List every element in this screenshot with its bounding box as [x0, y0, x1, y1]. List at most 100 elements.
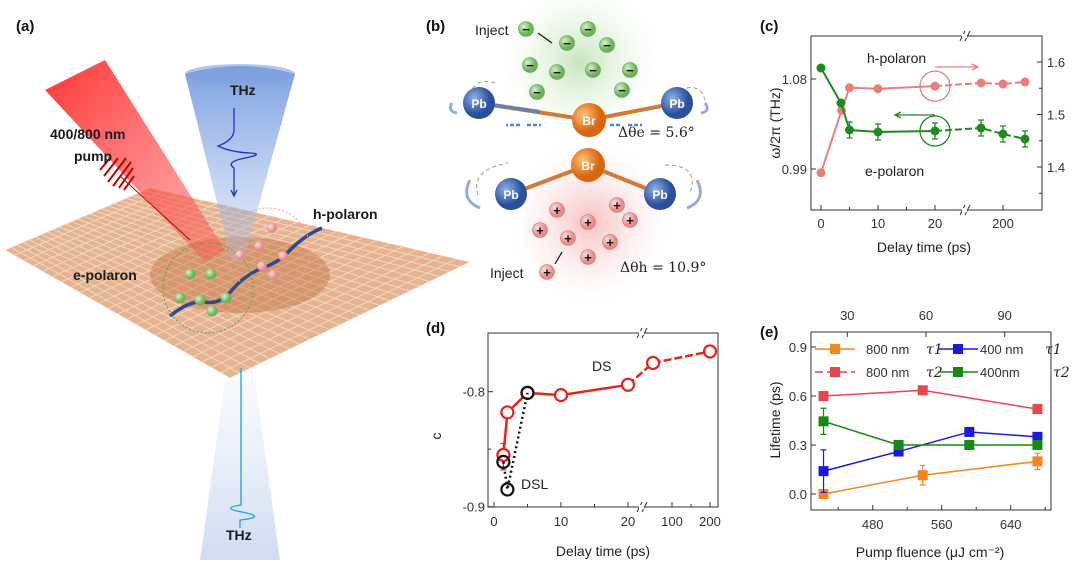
pb-label: Pb [471, 97, 486, 111]
data-point-h-polaron [873, 84, 883, 94]
hole-ball [278, 251, 288, 261]
thz-beam-bottom [200, 368, 280, 560]
e-polaron-legend: e-polaron [865, 163, 924, 179]
delta-theta-h: Δθh = 10.9° [620, 260, 706, 276]
x-tick-label: 20 [621, 514, 635, 529]
electron-ball [194, 294, 206, 306]
data-point-e-polaron [845, 125, 854, 135]
axis-break-gap [639, 331, 644, 335]
electron-icon [559, 35, 575, 51]
x-tick-label: 10 [871, 216, 885, 231]
charge-carriers [174, 223, 288, 317]
x-axis-label: Delay time (ps) [877, 239, 971, 255]
h-polaron-marker-circle [919, 70, 951, 102]
minus-sign: − [563, 36, 571, 51]
data-point-e-polaron [873, 127, 883, 137]
h-polaron-region [225, 207, 311, 293]
electron-ball [174, 292, 186, 304]
data-point [1032, 404, 1043, 415]
legend-sub: τ1 [1045, 342, 1062, 358]
hole-icon [609, 197, 625, 213]
mesh-line [201, 252, 431, 363]
legend-marker [953, 367, 963, 377]
plus-sign: + [584, 215, 592, 230]
y-right-tick-label: 1.5 [1047, 108, 1065, 123]
plus-sign: + [606, 235, 614, 250]
pump-label: pump [74, 148, 112, 164]
panel-a-label: (a) [16, 18, 34, 35]
x-top-tick-label: 90 [997, 308, 1011, 323]
ds-point [620, 377, 636, 392]
pb-atom [463, 87, 495, 119]
thz-bottom-label: THz [226, 527, 252, 543]
legend-label: 400 nm [980, 342, 1023, 357]
minus-sign: − [626, 63, 634, 78]
x-axis-label: Delay time (ps) [556, 543, 650, 559]
minus-sign: − [526, 58, 534, 73]
hole-icon [560, 230, 576, 246]
upper-lattice: Pb Pb Br [448, 81, 709, 137]
thz-beam-top [185, 64, 295, 262]
pb-label: Pb [503, 188, 518, 202]
legend-marker [830, 367, 840, 377]
data-point-h-polaron [816, 168, 826, 178]
data-point [893, 440, 904, 451]
legend-marker [953, 344, 963, 354]
thz-top-label: THz [230, 82, 256, 98]
data-point [964, 426, 975, 437]
hole-ball [235, 250, 245, 260]
electron-icon [585, 62, 601, 78]
y-tick-label: -0.9 [463, 500, 485, 515]
data-point [893, 446, 904, 457]
data-point-h-polaron [845, 83, 854, 93]
data-point-e-polaron [976, 123, 986, 133]
data-point-h-polaron [930, 81, 940, 91]
x-tick-label: 560 [931, 517, 953, 532]
h-polaron-legend: h-polaron [867, 50, 926, 66]
axis-break-gap [962, 208, 967, 212]
electron-icon [580, 21, 596, 37]
electron-ball [206, 305, 218, 317]
x-tick-label: 200 [699, 514, 721, 529]
panel-b-illustration: (b) Pb Pb Br [426, 0, 709, 300]
hole-icon [539, 264, 555, 280]
legend-sub: τ1 [926, 342, 943, 358]
electron-icon [529, 84, 545, 100]
x-tick-label: 0 [817, 216, 824, 231]
dsl-label: DSL [521, 476, 548, 492]
x-tick-label: 20 [928, 216, 942, 231]
electron-ball [205, 268, 217, 280]
legend-sub: τ2 [1053, 365, 1070, 381]
e-polaron-label: e-polaron [73, 267, 137, 283]
data-point [818, 391, 829, 402]
plus-sign: + [543, 265, 551, 280]
right-axis-arrow [935, 63, 980, 71]
electron-icon [614, 82, 630, 98]
hole-icon [532, 222, 548, 238]
inject-hole-label: Inject [490, 265, 524, 281]
y-tick-label: 0.3 [789, 438, 807, 453]
panel-b-label: (b) [426, 18, 445, 35]
plus-sign: + [584, 250, 592, 265]
hole-ball [267, 223, 277, 233]
panel-c-label: (c) [760, 18, 778, 35]
e-polaron-region [162, 242, 254, 334]
series-line-dashed-e-polaron [934, 126, 1026, 140]
pb-atom [644, 178, 676, 210]
electron-ball [184, 268, 196, 280]
data-point [1032, 431, 1043, 442]
legend-label: 800 nm [866, 342, 909, 357]
panel-d-label: (d) [426, 320, 445, 337]
pump-beam [45, 60, 225, 262]
y-axis-label: c [428, 433, 444, 440]
electron-icon [622, 62, 638, 78]
series-line [823, 389, 1038, 410]
electron-icon [549, 64, 565, 80]
data-point [1032, 456, 1043, 467]
data-point [964, 440, 975, 451]
e-polaron-marker-circle [919, 115, 951, 147]
y-right-tick-label: 1.4 [1047, 160, 1065, 175]
